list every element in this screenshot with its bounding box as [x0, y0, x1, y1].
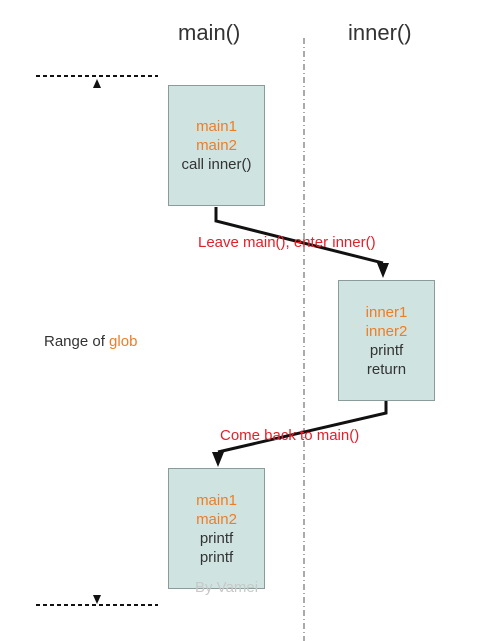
code-line: printf	[199, 548, 234, 566]
return-main-label: Come back to main()	[220, 427, 360, 444]
main-column-title: main()	[178, 20, 241, 45]
range-prefix: Range of	[44, 333, 110, 350]
code-line: printf	[199, 529, 234, 547]
range-label: Range of glob	[44, 333, 137, 350]
inner-block: inner1 inner2 printf return	[338, 280, 435, 401]
code-line: main2	[196, 510, 237, 528]
call-arrowhead	[377, 263, 389, 278]
call-arrow-line	[214, 207, 384, 265]
code-line: main2	[196, 137, 237, 154]
code-line: return	[366, 360, 407, 378]
code-line: inner1	[365, 303, 408, 321]
code-line: printf	[369, 341, 404, 359]
return-arrow-line	[217, 401, 388, 454]
range-top-arrowhead	[93, 79, 101, 88]
watermark: By Vamei	[195, 579, 259, 596]
main-first-block: main1 main2 call inner()	[168, 85, 265, 206]
return-arrowhead	[212, 452, 224, 467]
leave-main-label: Leave main(), enter inner()	[198, 234, 376, 251]
code-line: call inner()	[181, 156, 252, 173]
inner-column-title: inner()	[348, 20, 412, 45]
range-bottom-arrowhead	[93, 595, 101, 604]
range-variable: glob	[109, 333, 138, 350]
code-line: inner2	[365, 322, 408, 340]
main-second-block: main1 main2 printf printf	[168, 468, 265, 589]
code-line: main1	[196, 118, 237, 135]
code-line: main1	[196, 491, 237, 509]
